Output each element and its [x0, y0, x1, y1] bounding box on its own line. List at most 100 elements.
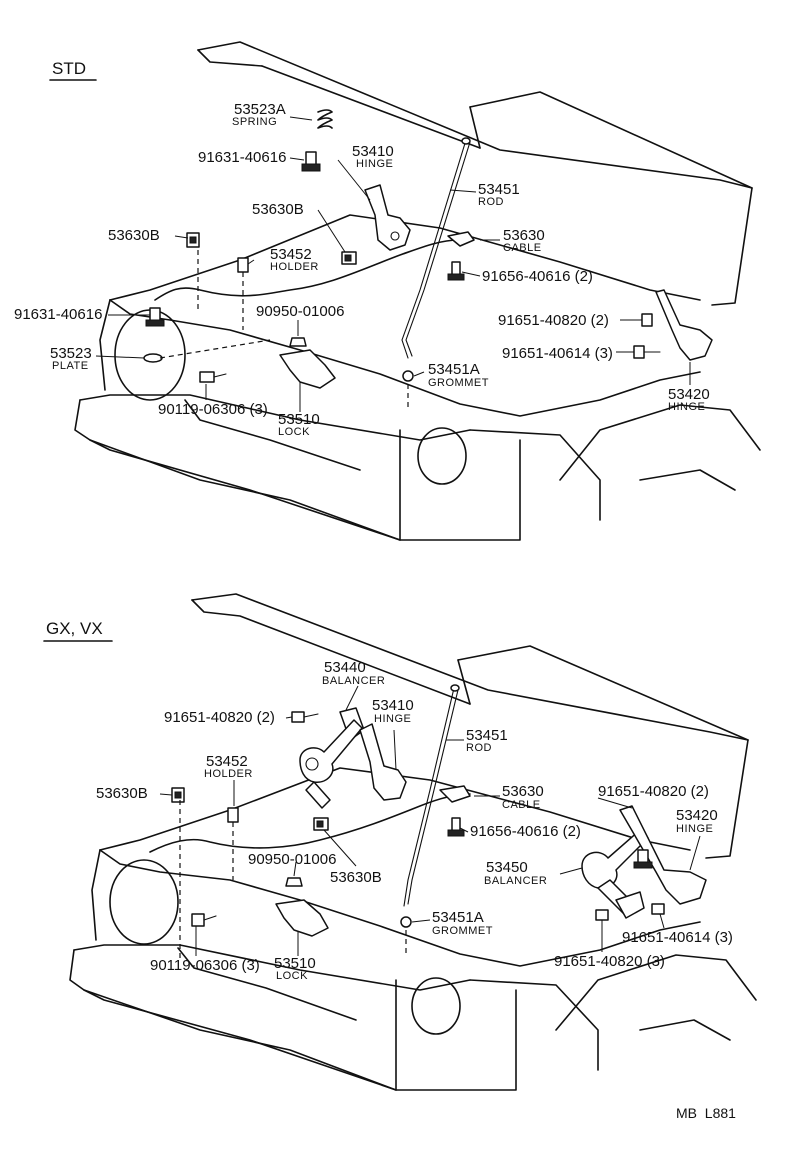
label-cable: CABLE — [503, 242, 542, 254]
std-holder-53452-icon — [237, 257, 249, 273]
label-91651-40820: 91651-40820 (2) — [498, 312, 609, 329]
label-53452: 53452 — [270, 246, 312, 263]
label-53452: 53452 — [206, 753, 248, 770]
std-section: STD — [14, 41, 761, 541]
gx-leader — [559, 867, 583, 875]
gx-bolt-91651-upper-icon — [291, 711, 319, 723]
std-bolt-91651-40614-icon — [633, 345, 661, 359]
label-holder: HOLDER — [204, 768, 253, 780]
gx-bolt-91656-icon — [447, 817, 465, 837]
label-53510: 53510 — [278, 411, 320, 428]
label-grommet: GROMMET — [432, 925, 493, 937]
gx-leader — [659, 913, 665, 929]
std-clip-53630B-right-icon — [317, 209, 357, 265]
label-90119-06306: 90119-06306 (3) — [158, 401, 268, 418]
label-91656-40616: 91656-40616 (2) — [482, 268, 593, 285]
gx-grommet-53451A-icon — [400, 916, 412, 928]
gx-hinge-53410 — [359, 723, 407, 801]
std-plate-53523-icon — [143, 353, 163, 363]
label-holder: HOLDER — [270, 261, 319, 273]
gx-bolt-91651-right-icon — [633, 849, 653, 869]
gx-hinge-53420 — [619, 805, 707, 905]
gx-leader — [345, 685, 359, 711]
gx-leader — [411, 919, 431, 923]
std-lock-53510 — [279, 349, 336, 412]
label-53410: 53410 — [352, 143, 394, 160]
std-clip-53630B-left-icon — [186, 232, 200, 248]
label-53630B-left: 53630B — [96, 785, 148, 802]
label-53630: 53630 — [502, 783, 544, 800]
label-53420: 53420 — [676, 807, 718, 824]
gx-leader — [293, 861, 297, 877]
gx-bolt-90119-icon — [191, 913, 217, 927]
label-90119-06306: 90119-06306 (3) — [150, 957, 260, 974]
std-spring-icon — [317, 109, 333, 129]
label-balancer: BALANCER — [322, 675, 385, 687]
gx-balancer-53450 — [581, 829, 649, 919]
label-53630B-right: 53630B — [330, 869, 382, 886]
label-53451: 53451 — [466, 727, 508, 744]
std-cable-53630 — [154, 231, 500, 301]
std-leader — [289, 116, 313, 121]
std-vehicle-body — [74, 214, 761, 541]
label-lock: LOCK — [276, 970, 308, 982]
gx-leader — [285, 716, 293, 719]
label-53440: 53440 — [324, 659, 366, 676]
label-53523: 53523 — [50, 345, 92, 362]
label-rod: ROD — [466, 742, 492, 754]
label-plate: PLATE — [52, 360, 89, 372]
gx-holder-53452-icon — [227, 807, 239, 823]
std-section-title: STD — [52, 59, 86, 78]
gx-leader — [597, 797, 633, 809]
label-90950-01006: 90950-01006 — [248, 851, 336, 868]
gx-leader — [323, 829, 357, 867]
label-91651-40614: 91651-40614 (3) — [622, 929, 733, 946]
label-spring: SPRING — [232, 116, 277, 128]
std-leader — [413, 371, 425, 377]
label-53523A: 53523A — [234, 101, 286, 118]
gx-section-title: GX, VX — [46, 619, 103, 638]
std-bolt-90119-icon — [199, 371, 227, 383]
gx-clip-53630B-right-icon — [313, 817, 329, 831]
gx-balancer-53440 — [299, 707, 365, 809]
diagram-code: MB L881 — [676, 1105, 736, 1121]
gx-bolt-91651-lower-icon — [595, 909, 609, 921]
label-91651-40820-right: 91651-40820 (2) — [598, 783, 709, 800]
std-guide-line — [159, 339, 271, 359]
label-hinge-53420: HINGE — [676, 823, 713, 835]
label-91656-40616: 91656-40616 (2) — [470, 823, 581, 840]
gx-lock-53510 — [275, 899, 329, 956]
label-91651-40820-upper: 91651-40820 (2) — [164, 709, 275, 726]
gx-vx-section: GX, VX — [43, 593, 757, 1091]
gx-leader — [159, 793, 173, 796]
std-bolt-91631-upper-icon — [301, 151, 321, 172]
label-91651-40614: 91651-40614 (3) — [502, 345, 613, 362]
gx-cable-53630 — [149, 785, 500, 853]
label-grommet: GROMMET — [428, 377, 489, 389]
gx-clip-53630B-left-icon — [171, 787, 185, 803]
label-53510: 53510 — [274, 955, 316, 972]
label-hinge: HINGE — [356, 158, 393, 170]
std-rod-53451 — [401, 137, 477, 359]
label-53630: 53630 — [503, 227, 545, 244]
label-91651-40820-lower: 91651-40820 (3) — [554, 953, 665, 970]
std-hinge-53420 — [655, 289, 713, 385]
gx-hood — [191, 593, 749, 859]
label-90950-01006: 90950-01006 — [256, 303, 344, 320]
label-53451: 53451 — [478, 181, 520, 198]
label-rod: ROD — [478, 196, 504, 208]
std-bolt-91656-icon — [447, 261, 465, 281]
label-53451A: 53451A — [428, 361, 480, 378]
gx-labels: 53440 BALANCER 53410 HINGE 91651-40820 (… — [96, 659, 733, 982]
label-53450: 53450 — [486, 859, 528, 876]
std-labels: 53523A SPRING 91631-40616 53410 HINGE 53… — [14, 101, 710, 438]
std-leader — [289, 157, 305, 161]
label-lock: LOCK — [278, 426, 310, 438]
label-53451A: 53451A — [432, 909, 484, 926]
label-91631-40616-upper: 91631-40616 — [198, 149, 286, 166]
std-hinge-53410 — [337, 159, 411, 251]
gx-rod-53451 — [403, 684, 464, 907]
label-hinge-53420: HINGE — [668, 401, 705, 413]
